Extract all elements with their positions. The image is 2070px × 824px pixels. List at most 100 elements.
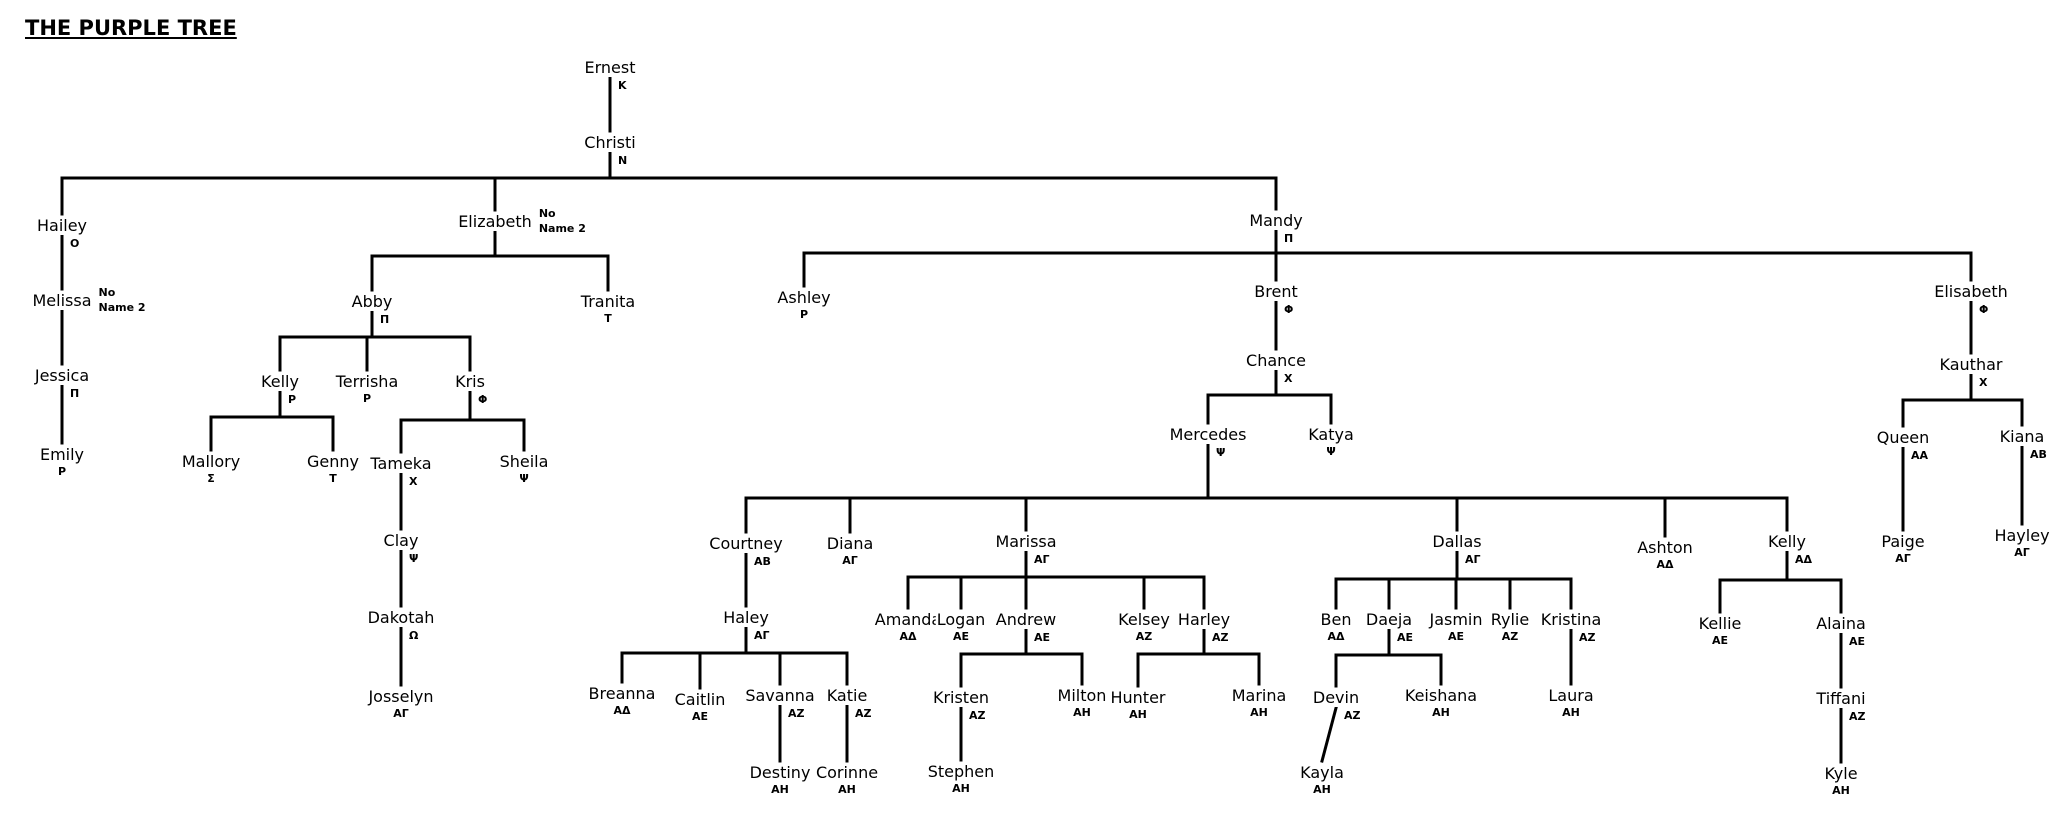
- member-letter: Ρ: [288, 393, 297, 406]
- member-name: Rylie: [1489, 610, 1531, 629]
- member-name: Jessica: [33, 366, 91, 385]
- member-name: Tranita: [579, 292, 637, 311]
- member-letter: Ρ: [799, 308, 809, 321]
- member-letter: ΑΖ: [1848, 710, 1866, 723]
- member-letter: ΑΓ: [2014, 546, 2030, 559]
- member-letter: ΑΕ: [952, 630, 970, 643]
- member-name: Mercedes: [1168, 425, 1248, 444]
- member-letter: Ο: [69, 237, 80, 250]
- member-name: Amanda: [873, 610, 943, 629]
- member-letter: ΑΖ: [1344, 709, 1361, 722]
- member-letter: Ν: [617, 154, 628, 167]
- member-name: Savanna: [744, 686, 816, 705]
- member-letter: Ψ: [1215, 446, 1226, 459]
- member-name: Katya: [1307, 425, 1355, 444]
- member-letter: ΑΔ: [1327, 630, 1345, 643]
- member-name: Kellie: [1697, 614, 1743, 633]
- member-letter: Π: [379, 313, 390, 326]
- member-name: Kelsey: [1117, 610, 1171, 629]
- member-letter: Ρ: [362, 392, 372, 405]
- member-name: Abby: [350, 292, 394, 311]
- member-name: Hayley: [1993, 526, 2051, 545]
- member-name: Devin: [1311, 688, 1361, 707]
- member-letter: Π: [1284, 232, 1294, 245]
- member-name: Kiana: [1998, 427, 2046, 446]
- member-name: Caitlin: [673, 690, 727, 709]
- member-letter: ΑΖ: [787, 707, 805, 720]
- member-letter: ΑΖ: [1135, 630, 1153, 643]
- member-letter: ΑΔ: [613, 704, 631, 717]
- member-name: Jasmin: [1428, 610, 1484, 629]
- member-note-line: No: [538, 207, 556, 220]
- member-name: Harley: [1176, 610, 1232, 629]
- member-name: Andrew: [994, 610, 1058, 629]
- member-letter: ΑΓ: [393, 707, 409, 720]
- member-name: Hailey: [35, 216, 89, 235]
- member-letter: Π: [70, 387, 80, 400]
- member-name: Kristen: [931, 688, 991, 707]
- member-letter: ΑΗ: [838, 783, 856, 796]
- member-name: Terrisha: [334, 372, 400, 391]
- member-letter: ΑΓ: [842, 554, 858, 567]
- member-name: Ashley: [776, 288, 832, 307]
- member-name: Kayla: [1299, 763, 1345, 782]
- member-name: Melissa: [31, 291, 93, 310]
- member-note-line: No: [98, 286, 116, 299]
- member-letter: ΑΔ: [1656, 558, 1674, 571]
- member-name: Chance: [1245, 351, 1307, 370]
- member-letter: Κ: [618, 79, 627, 92]
- member-letter: Χ: [409, 475, 418, 488]
- member-name: Genny: [306, 452, 360, 471]
- member-name: Tiffani: [1815, 689, 1867, 708]
- member-name: Christi: [583, 133, 637, 152]
- member-name: Alaina: [1815, 614, 1867, 633]
- member-name: Paige: [1880, 532, 1926, 551]
- member-name: Corinne: [814, 763, 880, 782]
- member-note-line: Name 2: [98, 301, 146, 314]
- member-letter: ΑΗ: [771, 783, 789, 796]
- member-letter: ΑΖ: [968, 709, 986, 722]
- member-name: Milton: [1056, 686, 1108, 705]
- member-name: Logan: [935, 610, 987, 629]
- member-letter: Χ: [1284, 372, 1293, 385]
- member-name: Keishana: [1403, 686, 1479, 705]
- member-letter: Χ: [1978, 376, 1988, 389]
- member-name: Stephen: [926, 762, 996, 781]
- member-letter: ΑΓ: [1895, 552, 1911, 565]
- member-letter: ΑΔ: [1795, 553, 1813, 566]
- member-letter: ΑΓ: [1465, 553, 1481, 566]
- member-name: Hunter: [1109, 688, 1167, 707]
- member-name: Queen: [1875, 428, 1931, 447]
- member-name: Kelly: [260, 372, 300, 391]
